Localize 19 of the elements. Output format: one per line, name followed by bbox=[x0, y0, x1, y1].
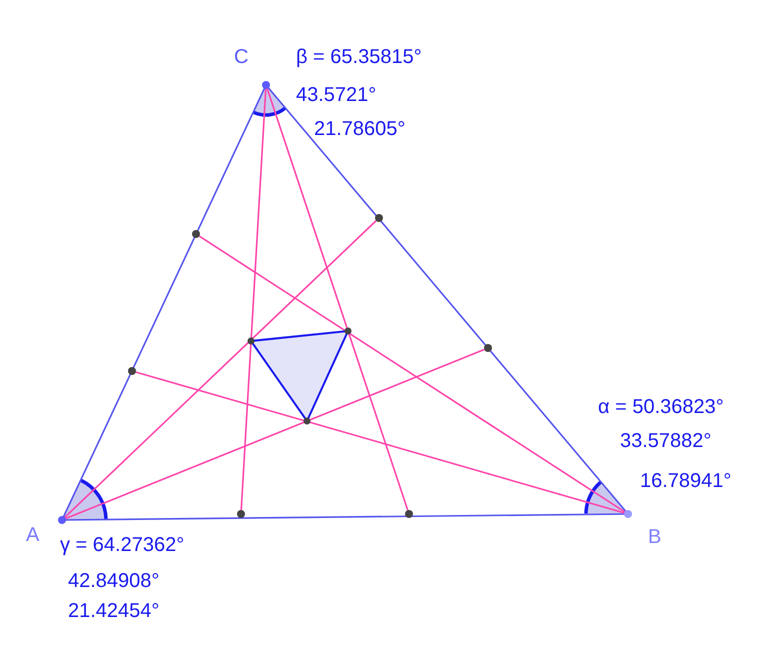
angle-value: β = 65.35815° bbox=[296, 46, 422, 68]
angle-value: 43.5721° bbox=[296, 84, 376, 106]
angle-value: 21.42454° bbox=[68, 600, 160, 622]
point bbox=[405, 510, 413, 518]
vertex-label: B bbox=[648, 526, 662, 548]
angle-value: γ = 64.27362° bbox=[60, 534, 184, 556]
point bbox=[375, 214, 383, 222]
vertex bbox=[232, 46, 270, 89]
point bbox=[192, 230, 200, 238]
angle-value: 33.57882° bbox=[620, 430, 712, 452]
vertex-label: C bbox=[234, 46, 248, 68]
angle-value: α = 50.36823° bbox=[598, 396, 724, 418]
point bbox=[484, 344, 492, 352]
angle-value: 16.78941° bbox=[640, 470, 732, 492]
angle-value: 42.84908° bbox=[68, 570, 160, 592]
vertex-label: A bbox=[26, 524, 40, 546]
angle-value: 21.78605° bbox=[314, 118, 406, 140]
point bbox=[237, 510, 245, 518]
point bbox=[128, 367, 136, 375]
